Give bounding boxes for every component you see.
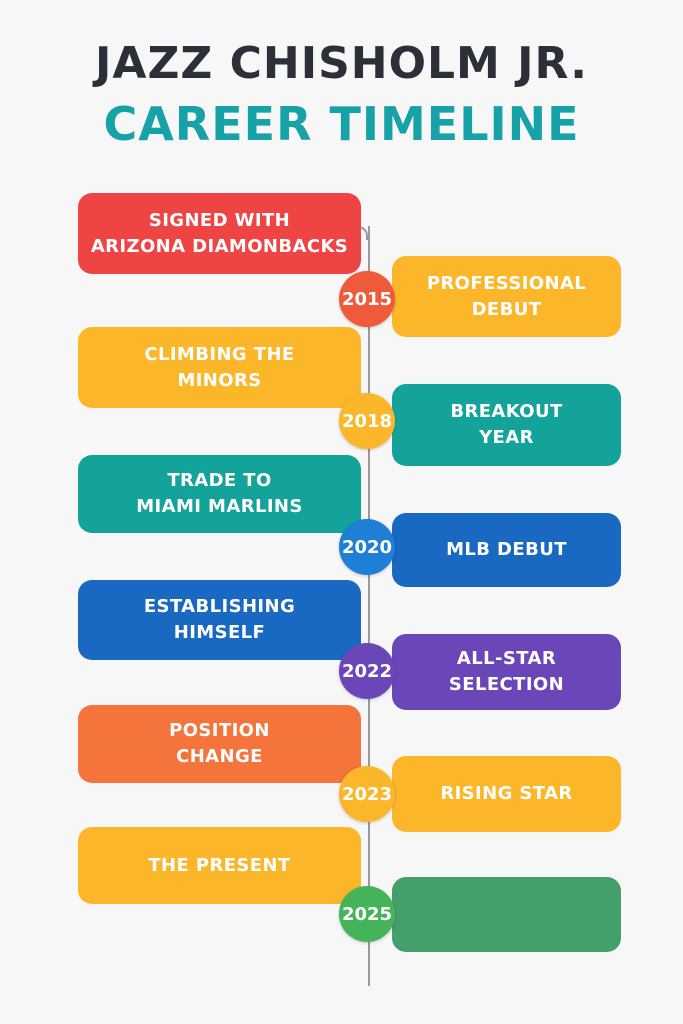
title-line-2: CAREER TIMELINE <box>103 97 580 151</box>
event-establishing-card: ESTABLISHING HIMSELF <box>78 580 361 660</box>
timeline-axis-cap <box>355 226 368 240</box>
timeline-axis <box>368 226 370 986</box>
year-badge-2020: 2020 <box>339 519 395 575</box>
year-badge-2022: 2022 <box>339 643 395 699</box>
event-signed-card: SIGNED WITH ARIZONA DIAMONBACKS <box>78 193 361 274</box>
event-mlb-debut-card: MLB DEBUT <box>392 513 621 587</box>
event-blank-card <box>392 877 621 952</box>
event-rising-star-card: RISING STAR <box>392 756 621 832</box>
event-position-card: POSITION CHANGE <box>78 705 361 783</box>
event-present-card: THE PRESENT <box>78 827 361 904</box>
year-badge-2025: 2025 <box>339 886 395 942</box>
year-badge-2015: 2015 <box>339 271 395 327</box>
event-all-star-card: ALL-STAR SELECTION <box>392 634 621 710</box>
title-line-1: JAZZ CHISHOLM JR. <box>95 38 588 89</box>
event-breakout-card: BREAKOUT YEAR <box>392 384 621 466</box>
event-minors-card: CLIMBING THE MINORS <box>78 327 361 408</box>
event-trade-card: TRADE TO MIAMI MARLINS <box>78 455 361 533</box>
year-badge-2018: 2018 <box>339 393 395 449</box>
year-badge-2023: 2023 <box>339 766 395 822</box>
event-pro-debut-card: PROFESSIONAL DEBUT <box>392 256 621 337</box>
